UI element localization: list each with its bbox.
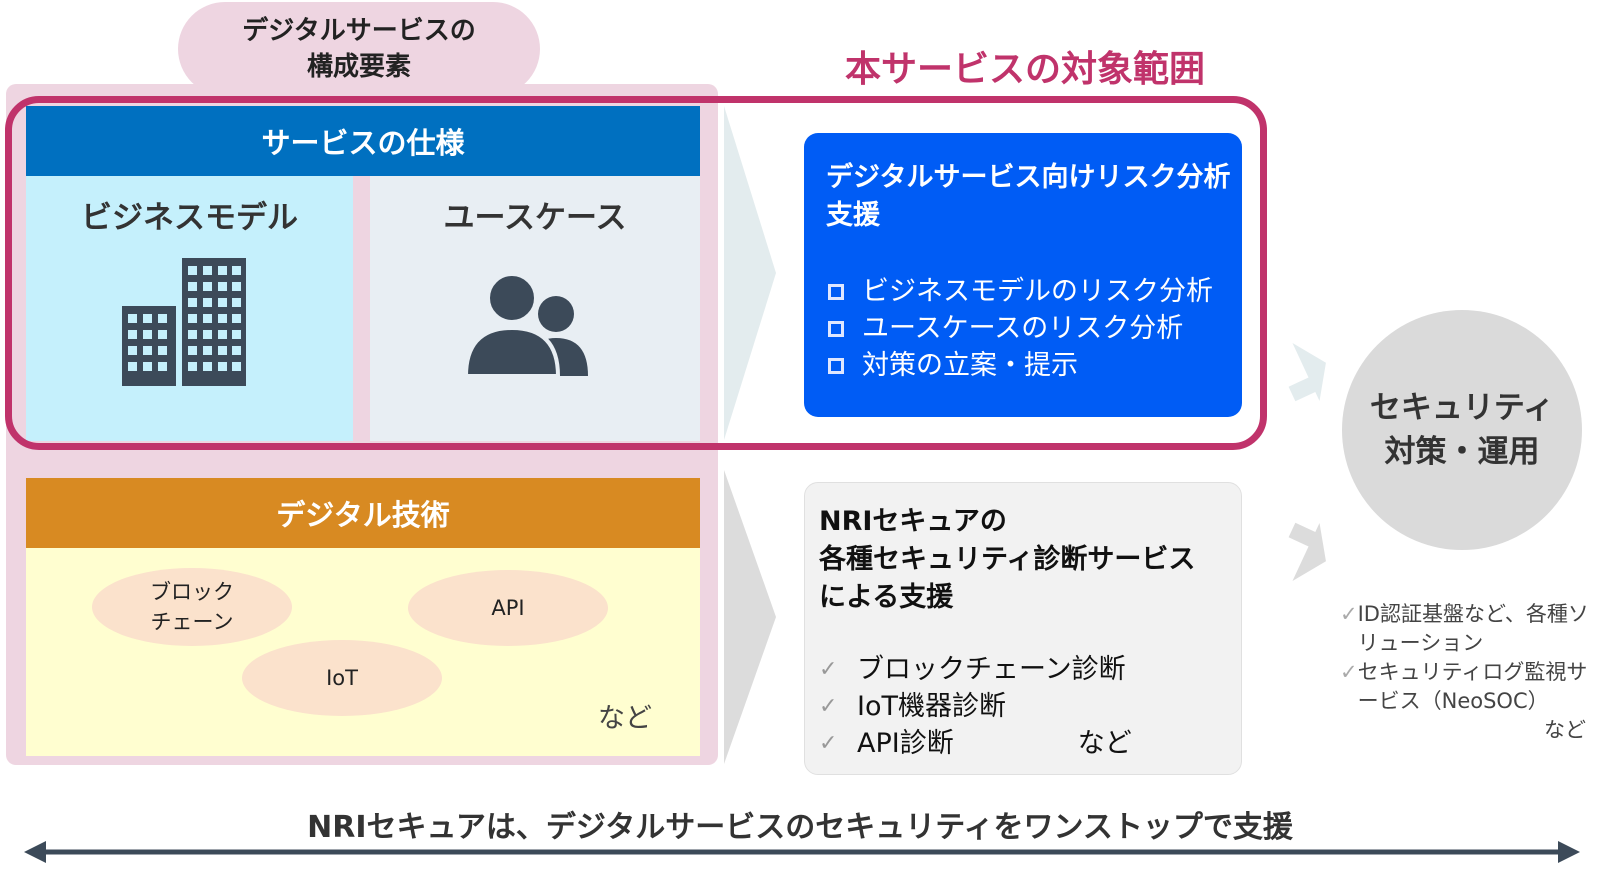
check-icon: ✓ — [819, 657, 838, 682]
component-title: デジタルサービスの 構成要素 — [178, 2, 540, 96]
blockchain-ellipse: ブロック チェーン — [92, 568, 292, 646]
security-note: ✓セキュリティログ監視サービス（NeoSOC） — [1340, 658, 1590, 716]
double-arrow-icon — [24, 841, 1580, 863]
security-notes-etc: など — [1544, 718, 1586, 742]
digital-tech-header: デジタル技術 — [26, 478, 700, 548]
risk-item: 対策の立案・提示 — [828, 347, 1242, 384]
bottom-caption: NRIセキュアは、デジタルサービスのセキュリティをワンストップで支援 — [307, 810, 1293, 845]
risk-analysis-title: デジタルサービス向けリスク分析 支援 — [826, 162, 1231, 231]
diagnosis-etc: など — [1077, 728, 1132, 759]
diagnosis-box: NRIセキュアの 各種セキュリティ診断サービス による支援 ✓ブロックチェーン診… — [804, 482, 1242, 775]
risk-item: ユースケースのリスク分析 — [828, 310, 1242, 347]
upper-chevron — [724, 106, 776, 440]
diagnosis-item: ✓IoT機器診断 — [819, 688, 1241, 725]
lower-arrow-icon — [1288, 522, 1326, 582]
scope-title: 本サービスの対象範囲 — [844, 49, 1205, 90]
security-note: ✓ID認証基盤など、各種ソリューション — [1340, 600, 1590, 658]
tech-etc: など — [598, 703, 652, 734]
building-icon — [122, 258, 246, 386]
diagnosis-title: NRIセキュアの 各種セキュリティ診断サービス による支援 — [819, 506, 1196, 613]
diagnosis-item: ✓ブロックチェーン診断 — [819, 651, 1241, 688]
check-icon: ✓ — [1340, 602, 1358, 626]
risk-item: ビジネスモデルのリスク分析 — [828, 273, 1242, 310]
diagnosis-item: ✓API診断など — [819, 725, 1241, 762]
checkbox-icon — [828, 357, 844, 374]
upper-arrow-icon — [1288, 342, 1326, 402]
use-case-label: ユースケース — [443, 200, 627, 236]
service-spec-header: サービスの仕様 — [26, 106, 700, 176]
security-notes: ✓ID認証基盤など、各種ソリューション ✓セキュリティログ監視サービス（NeoS… — [1340, 600, 1590, 745]
checkbox-icon — [828, 283, 844, 300]
risk-analysis-box: デジタルサービス向けリスク分析 支援 ビジネスモデルのリスク分析 ユースケースの… — [804, 133, 1242, 417]
scope-frame — [5, 96, 1267, 450]
check-icon: ✓ — [819, 694, 838, 719]
lower-chevron — [724, 470, 776, 764]
check-icon: ✓ — [1340, 660, 1358, 684]
business-model-label: ビジネスモデル — [81, 200, 298, 236]
business-model-cell: ビジネスモデル — [26, 176, 353, 441]
security-circle: セキュリティ 対策・運用 — [1342, 310, 1582, 550]
users-icon — [464, 272, 588, 378]
use-case-cell: ユースケース — [370, 176, 700, 441]
iot-ellipse: IoT — [242, 640, 442, 716]
check-icon: ✓ — [819, 731, 838, 756]
api-ellipse: API — [408, 570, 608, 646]
checkbox-icon — [828, 320, 844, 337]
digital-tech-area: ブロック チェーン API IoT など — [26, 548, 700, 756]
